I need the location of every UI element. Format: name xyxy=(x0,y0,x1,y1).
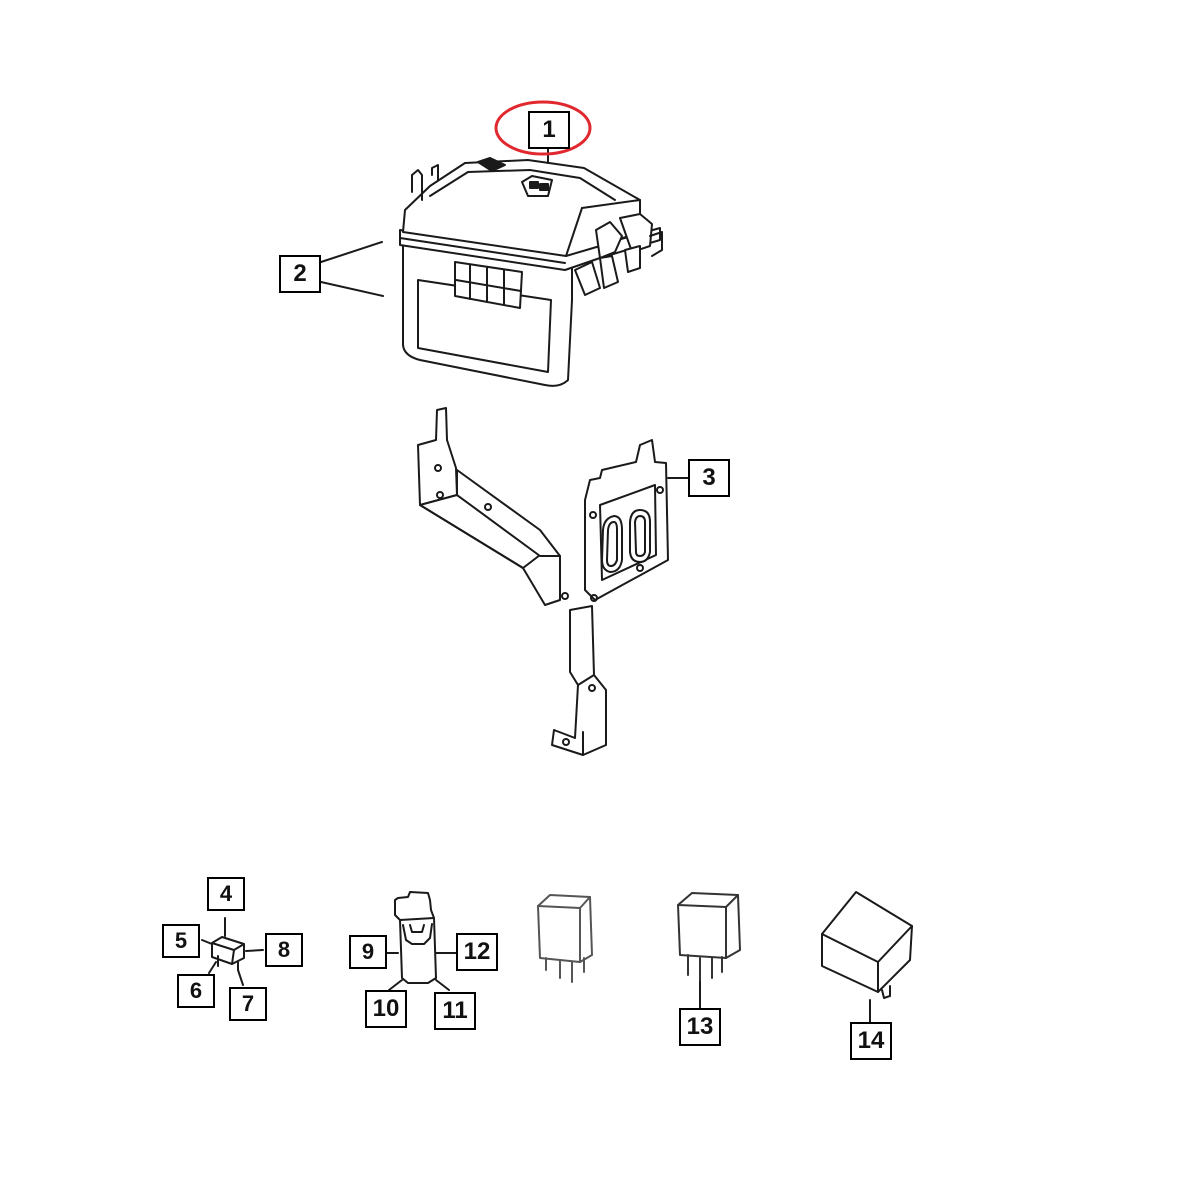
callout-10[interactable]: 10 xyxy=(365,990,407,1028)
callout-6[interactable]: 6 xyxy=(177,974,215,1008)
callout-2[interactable]: 2 xyxy=(279,255,321,293)
callout-5-label: 5 xyxy=(174,928,188,953)
leader-line-5 xyxy=(201,939,213,945)
callout-1-label: 1 xyxy=(542,116,556,143)
callout-12[interactable]: 12 xyxy=(456,933,498,971)
fuse-box-assembly xyxy=(399,157,663,387)
callout-13-label: 13 xyxy=(686,1013,714,1040)
power-relay xyxy=(821,891,913,999)
callout-7[interactable]: 7 xyxy=(229,987,267,1021)
leader-line-2b xyxy=(320,281,384,297)
leader-line-7 xyxy=(237,969,244,986)
mounting-bracket xyxy=(417,407,669,756)
callout-3[interactable]: 3 xyxy=(688,459,730,497)
callout-9-label: 9 xyxy=(361,939,375,964)
mini-relay xyxy=(677,892,741,983)
callout-2-label: 2 xyxy=(293,260,307,287)
callout-13[interactable]: 13 xyxy=(679,1008,721,1046)
leader-line-2a xyxy=(320,241,383,263)
mini-fuse xyxy=(211,936,245,971)
callout-11-label: 11 xyxy=(442,997,468,1024)
callout-7-label: 7 xyxy=(241,991,255,1016)
leader-line-10 xyxy=(388,979,403,991)
callout-14[interactable]: 14 xyxy=(850,1022,892,1060)
callout-9[interactable]: 9 xyxy=(349,935,387,969)
callout-4-label: 4 xyxy=(219,881,233,906)
callout-1[interactable]: 1 xyxy=(528,111,570,149)
callout-11[interactable]: 11 xyxy=(434,992,476,1030)
callout-5[interactable]: 5 xyxy=(162,924,200,958)
cartridge-fuse xyxy=(394,891,437,984)
leader-line-8 xyxy=(245,949,264,952)
callout-8[interactable]: 8 xyxy=(265,933,303,967)
callout-3-label: 3 xyxy=(702,464,716,491)
callout-4[interactable]: 4 xyxy=(207,877,245,911)
callout-10-label: 10 xyxy=(372,995,400,1022)
callout-8-label: 8 xyxy=(277,937,291,962)
callout-14-label: 14 xyxy=(857,1027,885,1054)
callout-12-label: 12 xyxy=(463,938,491,965)
micro-relay xyxy=(537,894,593,983)
highlight-ellipse xyxy=(494,100,592,156)
callout-6-label: 6 xyxy=(189,978,203,1003)
leader-line-11 xyxy=(435,979,450,991)
leader-line-6 xyxy=(208,961,217,974)
